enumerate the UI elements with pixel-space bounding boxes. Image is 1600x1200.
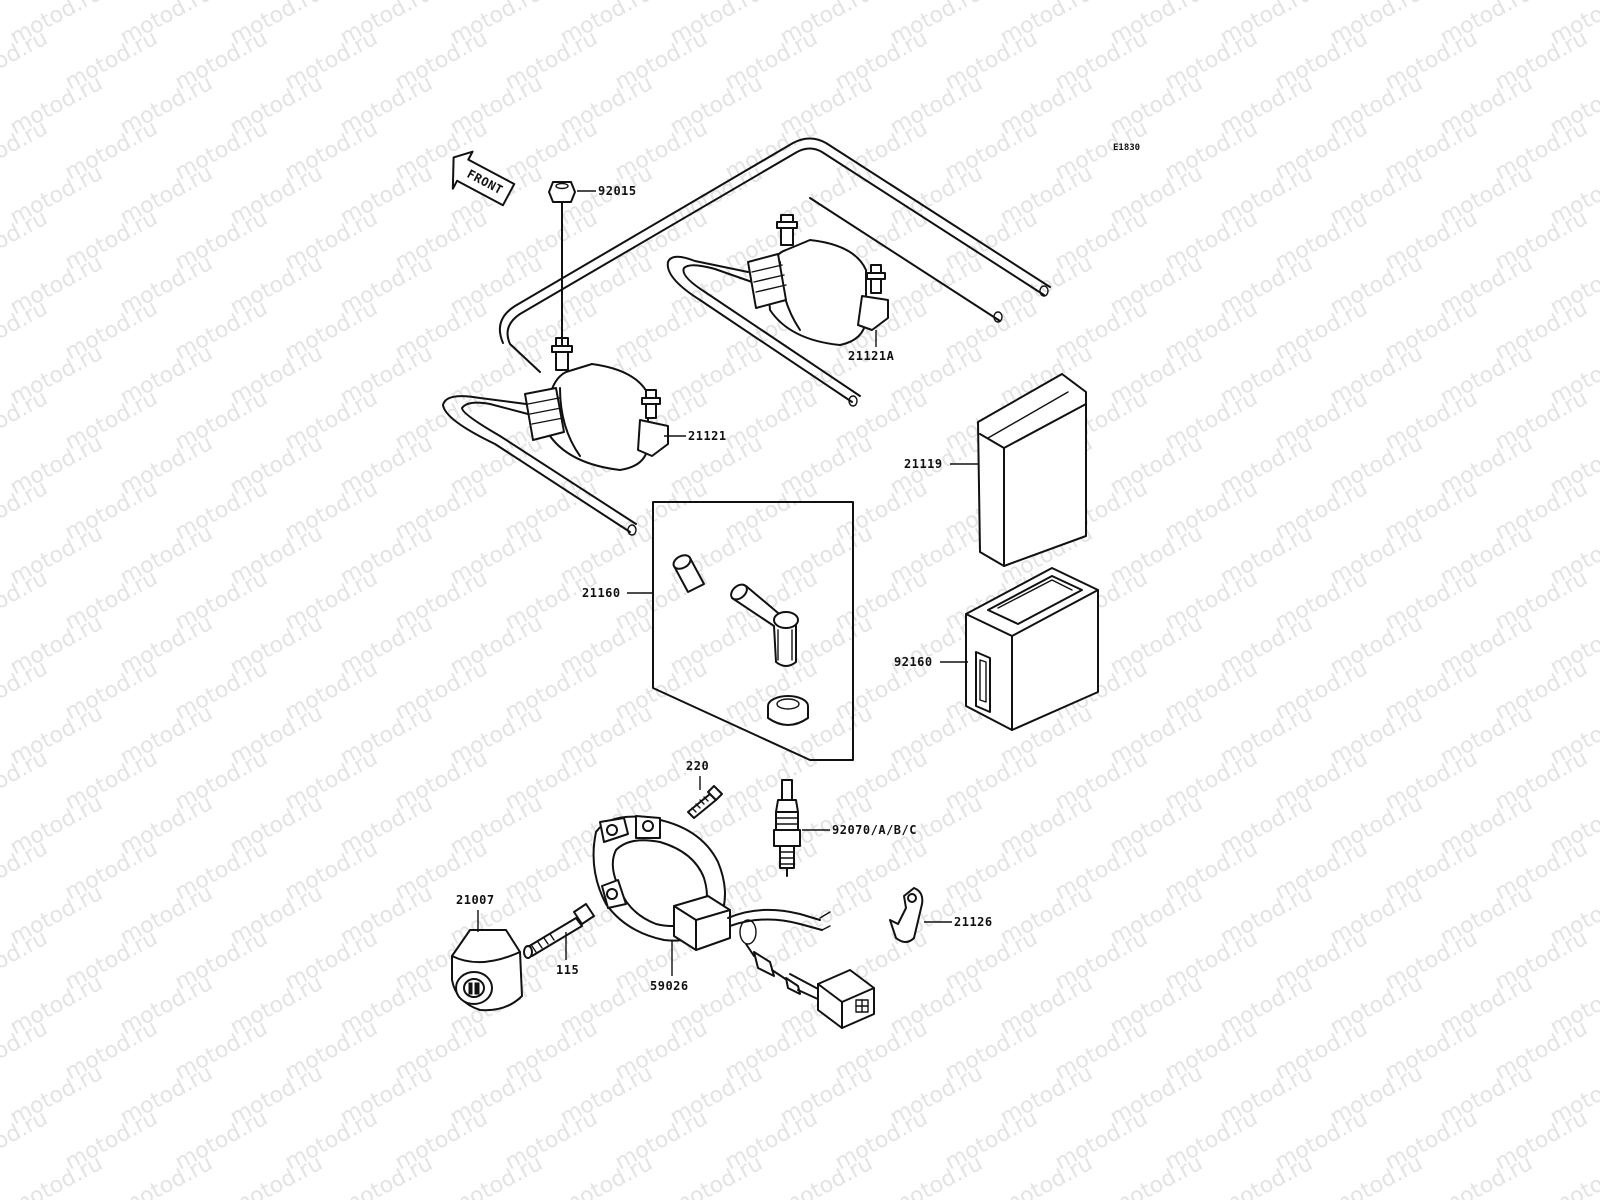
label-21160: 21160 (582, 586, 653, 600)
svg-text:92070/A/B/C: 92070/A/B/C (832, 823, 917, 837)
watermark-text: motod.ru (0, 1106, 52, 1175)
ignition-coil-rear (666, 214, 889, 407)
watermark-text: motod.ru (0, 746, 52, 815)
watermark-text: motod.ru (0, 0, 52, 5)
watermark-text: motod.ru (556, 1151, 657, 1200)
svg-text:220: 220 (686, 759, 709, 773)
watermark-text: motod.ru (1326, 1151, 1427, 1200)
svg-text:21121A: 21121A (848, 349, 895, 363)
svg-text:21007: 21007 (456, 893, 495, 907)
svg-text:21119: 21119 (904, 457, 943, 471)
watermark-text: motod.ru (1106, 1151, 1207, 1200)
ignition-coil-front (442, 337, 669, 536)
watermark-text: motod.ru (886, 1151, 987, 1200)
svg-text:59026: 59026 (650, 979, 689, 993)
watermark-text: motod.ru (0, 656, 52, 725)
watermark-text: motod.ru (1546, 1151, 1600, 1200)
svg-text:21160: 21160 (582, 586, 621, 600)
watermark-text: motod.ru (666, 1151, 767, 1200)
igniter-case-92160 (965, 567, 1099, 731)
label-220: 220 (686, 759, 709, 790)
svg-text:21126: 21126 (954, 915, 993, 929)
watermark-text: motod.ru (226, 1151, 327, 1200)
diagram-ref-code: E1830 (1113, 143, 1140, 153)
bolt-115 (523, 903, 595, 959)
watermark-text: motod.ru (0, 566, 52, 635)
clamp-21126 (889, 887, 924, 943)
svg-text:115: 115 (556, 963, 579, 977)
label-59026: 59026 (650, 940, 689, 993)
label-115: 115 (556, 932, 579, 977)
pickup-coil-plate-59026 (592, 815, 875, 1029)
watermark-text: motod.ru (0, 386, 52, 455)
rotor-21007 (451, 929, 523, 1012)
ignition-harness-rods (499, 137, 1051, 373)
watermark-text: motod.ru (0, 476, 52, 545)
svg-text:92160: 92160 (894, 655, 933, 669)
watermark-text: motod.ru (116, 1151, 217, 1200)
label-21126: 21126 (924, 915, 993, 929)
label-92070: 92070/A/B/C (802, 823, 917, 837)
igniter-unit-21119 (977, 373, 1087, 567)
watermark-text: motod.ru (446, 1151, 547, 1200)
nut-92015 (548, 181, 576, 347)
watermark-text: motod.ru (0, 26, 52, 95)
label-21121A: 21121A (848, 330, 895, 363)
watermark-text: motod.ru (336, 1151, 437, 1200)
watermark-text: motod.ru (1216, 1151, 1317, 1200)
watermark-text: motod.ru (0, 296, 52, 365)
label-92160: 92160 (894, 655, 968, 669)
screw-220 (687, 785, 723, 819)
watermark-text: motod.ru (0, 1016, 52, 1085)
svg-text:92015: 92015 (598, 184, 637, 198)
watermark-text: motod.ru (776, 1151, 877, 1200)
watermark-text: motod.ru (0, 116, 52, 185)
spark-plug-cap-kit-21160 (652, 501, 854, 761)
label-92015: 92015 (577, 184, 637, 198)
watermark-text: motod.ru (0, 206, 52, 275)
watermark-text: motod.ru (0, 836, 52, 905)
label-21119: 21119 (904, 457, 978, 471)
label-21121: 21121 (664, 429, 727, 443)
watermark-text: motod.ru (1436, 1151, 1537, 1200)
watermark-text: motod.ru (6, 1151, 107, 1200)
label-21007: 21007 (456, 893, 495, 932)
watermark-text: motod.ru (996, 1151, 1097, 1200)
spark-plug-92070 (773, 779, 801, 877)
svg-text:21121: 21121 (688, 429, 727, 443)
watermark-text: motod.ru (0, 926, 52, 995)
